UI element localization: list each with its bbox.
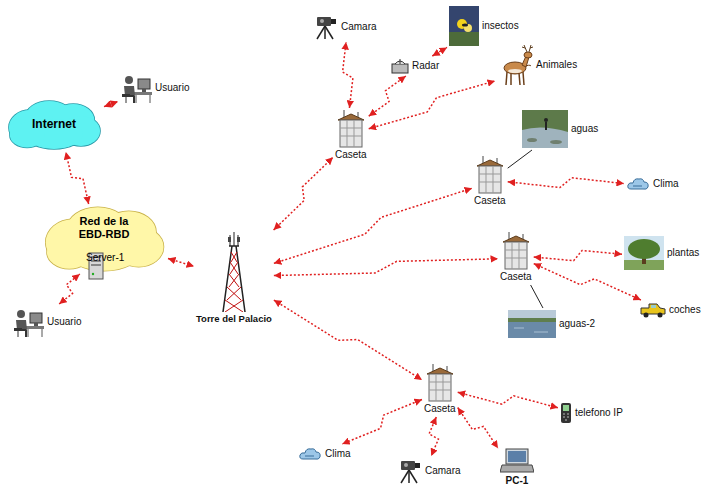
user-node: Usuario <box>12 306 81 338</box>
cloud-label: Internet <box>6 117 102 131</box>
node-label: Clima <box>653 178 679 190</box>
caseta-node: Caseta <box>474 156 506 207</box>
car-icon <box>640 302 666 318</box>
clima-node: Clima <box>626 176 679 192</box>
caseta-node: Caseta <box>500 232 532 283</box>
insect-icon <box>449 6 479 46</box>
wired-link <box>508 150 532 168</box>
node-label: Usuario <box>47 316 81 328</box>
radio-link <box>429 417 438 456</box>
node-label: Camara <box>425 465 461 477</box>
radio-link <box>342 399 422 444</box>
node-label: coches <box>669 304 701 316</box>
radio-link <box>458 408 498 449</box>
caseta-icon <box>501 232 531 270</box>
laptop-node: PC-1 <box>500 448 534 487</box>
node-label: Clima <box>325 448 351 460</box>
radio-link <box>432 47 447 56</box>
tower-icon <box>219 232 249 312</box>
radio-link <box>59 274 80 304</box>
node-label: insectos <box>482 20 519 32</box>
wired-link <box>531 285 543 308</box>
radio-link <box>369 76 406 116</box>
camera-node: Camara <box>314 14 377 40</box>
node-label: Caseta <box>335 149 367 161</box>
radio-link <box>458 392 558 408</box>
tree-icon <box>624 236 664 270</box>
river-node: aguas <box>522 110 598 148</box>
node-label: Radar <box>412 60 439 72</box>
car-node: coches <box>640 302 701 318</box>
radio-link <box>274 259 498 276</box>
caseta-node: Caseta <box>335 110 367 161</box>
radio-link <box>274 157 333 230</box>
node-label: Server-1 <box>86 252 124 264</box>
deer-node: Animales <box>497 44 577 86</box>
server-node: Server-1 <box>86 252 124 264</box>
radar-node: Radar <box>391 58 439 74</box>
network-cloud: Internet <box>6 100 102 150</box>
laptop-icon <box>500 448 534 474</box>
node-label: Animales <box>536 59 577 71</box>
node-label: Caseta <box>474 195 506 207</box>
radio-link <box>369 81 495 129</box>
clima-icon <box>626 176 650 192</box>
lake-icon <box>508 310 556 338</box>
river-icon <box>522 110 568 148</box>
node-label: aguas-2 <box>559 318 595 330</box>
camera-node: Camara <box>398 458 461 484</box>
lake-node: aguas-2 <box>508 310 595 338</box>
clima-node: Clima <box>298 446 351 462</box>
caseta-icon <box>336 110 366 148</box>
camera-icon <box>314 14 338 40</box>
tower-node: Torre del Palacio <box>196 232 272 325</box>
radio-link <box>343 42 353 108</box>
deer-icon <box>497 44 533 86</box>
insect-node: insectos <box>449 6 519 46</box>
radio-link <box>104 101 118 106</box>
caseta-icon <box>425 364 455 402</box>
radio-link <box>66 152 89 204</box>
caseta-icon <box>475 156 505 194</box>
radio-link <box>274 300 422 380</box>
node-label: Usuario <box>155 82 189 94</box>
node-label: Camara <box>341 21 377 33</box>
node-label: Torre del Palacio <box>196 313 272 325</box>
radio-link <box>508 178 624 188</box>
node-label: aguas <box>571 123 598 135</box>
cloud-label: Red de la EBD-RBD <box>72 215 136 241</box>
phone-icon <box>560 402 572 424</box>
node-label: telefono IP <box>575 407 623 419</box>
radio-link <box>534 250 622 260</box>
phone-node: telefono IP <box>560 402 623 424</box>
radio-link <box>168 258 194 266</box>
clima-icon <box>298 446 322 462</box>
node-label: PC-1 <box>506 475 529 487</box>
user-icon <box>120 72 152 104</box>
radio-link <box>274 188 472 263</box>
user-node: Usuario <box>120 72 189 104</box>
network-cloud: Red de la EBD-RBD Server-1 <box>42 206 166 272</box>
node-label: Caseta <box>500 271 532 283</box>
node-label: plantas <box>667 247 699 259</box>
camera-icon <box>398 458 422 484</box>
radar-icon <box>391 58 409 74</box>
tree-node: plantas <box>624 236 699 270</box>
user-icon <box>12 306 44 338</box>
caseta-node: Caseta <box>424 364 456 415</box>
node-label: Caseta <box>424 403 456 415</box>
